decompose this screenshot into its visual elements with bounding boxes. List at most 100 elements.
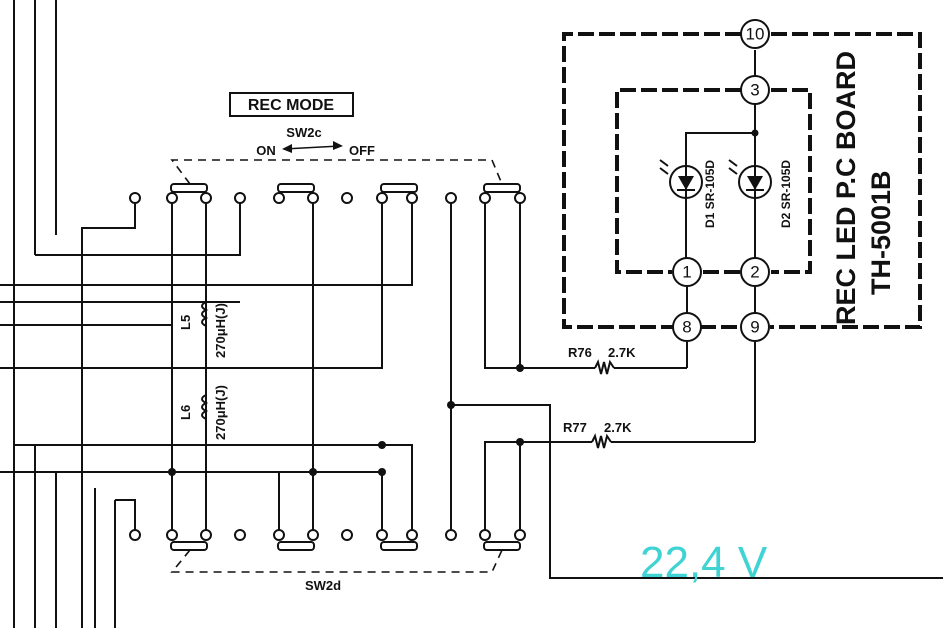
- sw-plate-top-2: [277, 183, 315, 193]
- sw2c-on-label: ON: [256, 143, 276, 158]
- sw-plate-top-1: [170, 183, 208, 193]
- switch-contact: [307, 192, 319, 204]
- pin-3-label: 3: [750, 81, 759, 100]
- switch-contact: [376, 529, 388, 541]
- switch-contact: [234, 192, 246, 204]
- led-junction-dot: [751, 129, 759, 137]
- sw-plate-bot-2: [277, 541, 315, 551]
- switch-contact: [406, 529, 418, 541]
- trace-b: [0, 198, 413, 286]
- d1-triangle: [678, 176, 694, 190]
- trace-a: [35, 198, 241, 256]
- d2-ref: D2: [779, 212, 793, 228]
- switch-contact: [234, 529, 246, 541]
- d1-anode-wire: [685, 132, 755, 258]
- pin-9-label: 9: [750, 318, 759, 337]
- sw-plate-top-4: [483, 183, 521, 193]
- l6-inductor: [201, 394, 209, 420]
- arrow-head-left: [282, 144, 292, 153]
- sw2c-off-label: OFF: [349, 143, 375, 158]
- junction-dot: [516, 438, 524, 446]
- d2-light-ray-1: [728, 159, 738, 167]
- trace-r77-left: [484, 441, 520, 535]
- trace-i: [81, 198, 136, 628]
- trace-r76-left: [484, 198, 520, 369]
- d1-ref: D1: [703, 212, 717, 228]
- sw2d-label: SW2d: [305, 578, 341, 593]
- trace-22v: [451, 404, 943, 579]
- junction-dot: [168, 468, 176, 476]
- board-border-right: [770, 32, 922, 329]
- pin-9: [740, 312, 770, 342]
- inner-border-right: [771, 88, 812, 274]
- d2-light-ray-2: [728, 167, 738, 175]
- arrow-head-right: [333, 141, 343, 150]
- d2-triangle: [747, 176, 763, 190]
- sw2c-label: SW2c: [286, 125, 321, 140]
- switch-contact: [200, 529, 212, 541]
- junction-dot: [378, 468, 386, 476]
- switch-contact: [341, 192, 353, 204]
- switch-contact: [129, 192, 141, 204]
- sw-plate-bot-3: [380, 541, 418, 551]
- switch-contact: [273, 529, 285, 541]
- l5-inductor: [201, 301, 209, 327]
- switch-contact: [376, 192, 388, 204]
- sw2d-linkage: [170, 549, 503, 573]
- r77-ref: R77: [563, 420, 587, 435]
- l5-ref: L5: [178, 315, 193, 330]
- r76-value: 2.7K: [608, 345, 636, 360]
- junction-dot: [309, 468, 317, 476]
- pin-3: [740, 75, 770, 105]
- board-border-left: [562, 32, 741, 329]
- switch-contact: [166, 192, 178, 204]
- r77-resistor: [591, 433, 612, 449]
- switch-contact: [479, 529, 491, 541]
- switch-contact: [445, 529, 457, 541]
- switch-contact: [514, 192, 526, 204]
- d1-led-body: [669, 165, 703, 199]
- switch-contact: [406, 192, 418, 204]
- pin-10-label: 10: [746, 25, 765, 44]
- l5-value: 270μH(J): [213, 303, 228, 358]
- junction-dot: [447, 401, 455, 409]
- pin-2-label: 2: [750, 263, 759, 282]
- d2-led-body: [738, 165, 772, 199]
- pin-8-label: 8: [682, 318, 691, 337]
- sw-plate-top-3: [380, 183, 418, 193]
- inner-border-left: [615, 88, 741, 274]
- l6-ref: L6: [178, 405, 193, 420]
- switch-contact: [445, 192, 457, 204]
- sw-plate-bot-1: [170, 541, 208, 551]
- pin-8: [672, 312, 702, 342]
- sw-plate-bot-4: [483, 541, 521, 551]
- junction-dot: [378, 441, 386, 449]
- pin-10: [740, 19, 770, 49]
- junction-dot: [516, 364, 524, 372]
- d1-light-ray-1: [659, 159, 669, 167]
- on-off-arrow: [283, 145, 341, 150]
- sw2c-linkage: [170, 159, 503, 185]
- d1-label: D1 SR-105D: [703, 160, 717, 228]
- rec-mode-box: [229, 92, 354, 117]
- switch-contact: [200, 192, 212, 204]
- trace-e: [0, 198, 383, 369]
- trace-h: [115, 499, 136, 535]
- switch-contact: [479, 192, 491, 204]
- switch-contact: [166, 529, 178, 541]
- pin-1-label: 1: [682, 263, 691, 282]
- d2-part: SR-105D: [779, 160, 793, 210]
- trace-f: [14, 444, 413, 535]
- switch-contact: [273, 192, 285, 204]
- voltage-annotation: 22,4 V: [640, 538, 768, 587]
- switch-contact: [341, 529, 353, 541]
- pin-2: [740, 257, 770, 287]
- rec-mode-label: REC MODE: [248, 97, 335, 114]
- pin-1: [672, 257, 702, 287]
- board-title: REC LED P.C BOARD: [831, 51, 861, 325]
- l6-value: 270μH(J): [213, 385, 228, 440]
- switch-contact: [307, 529, 319, 541]
- r77-value: 2.7K: [604, 420, 632, 435]
- d1-light-ray-2: [659, 167, 669, 175]
- d1-part: SR-105D: [703, 160, 717, 210]
